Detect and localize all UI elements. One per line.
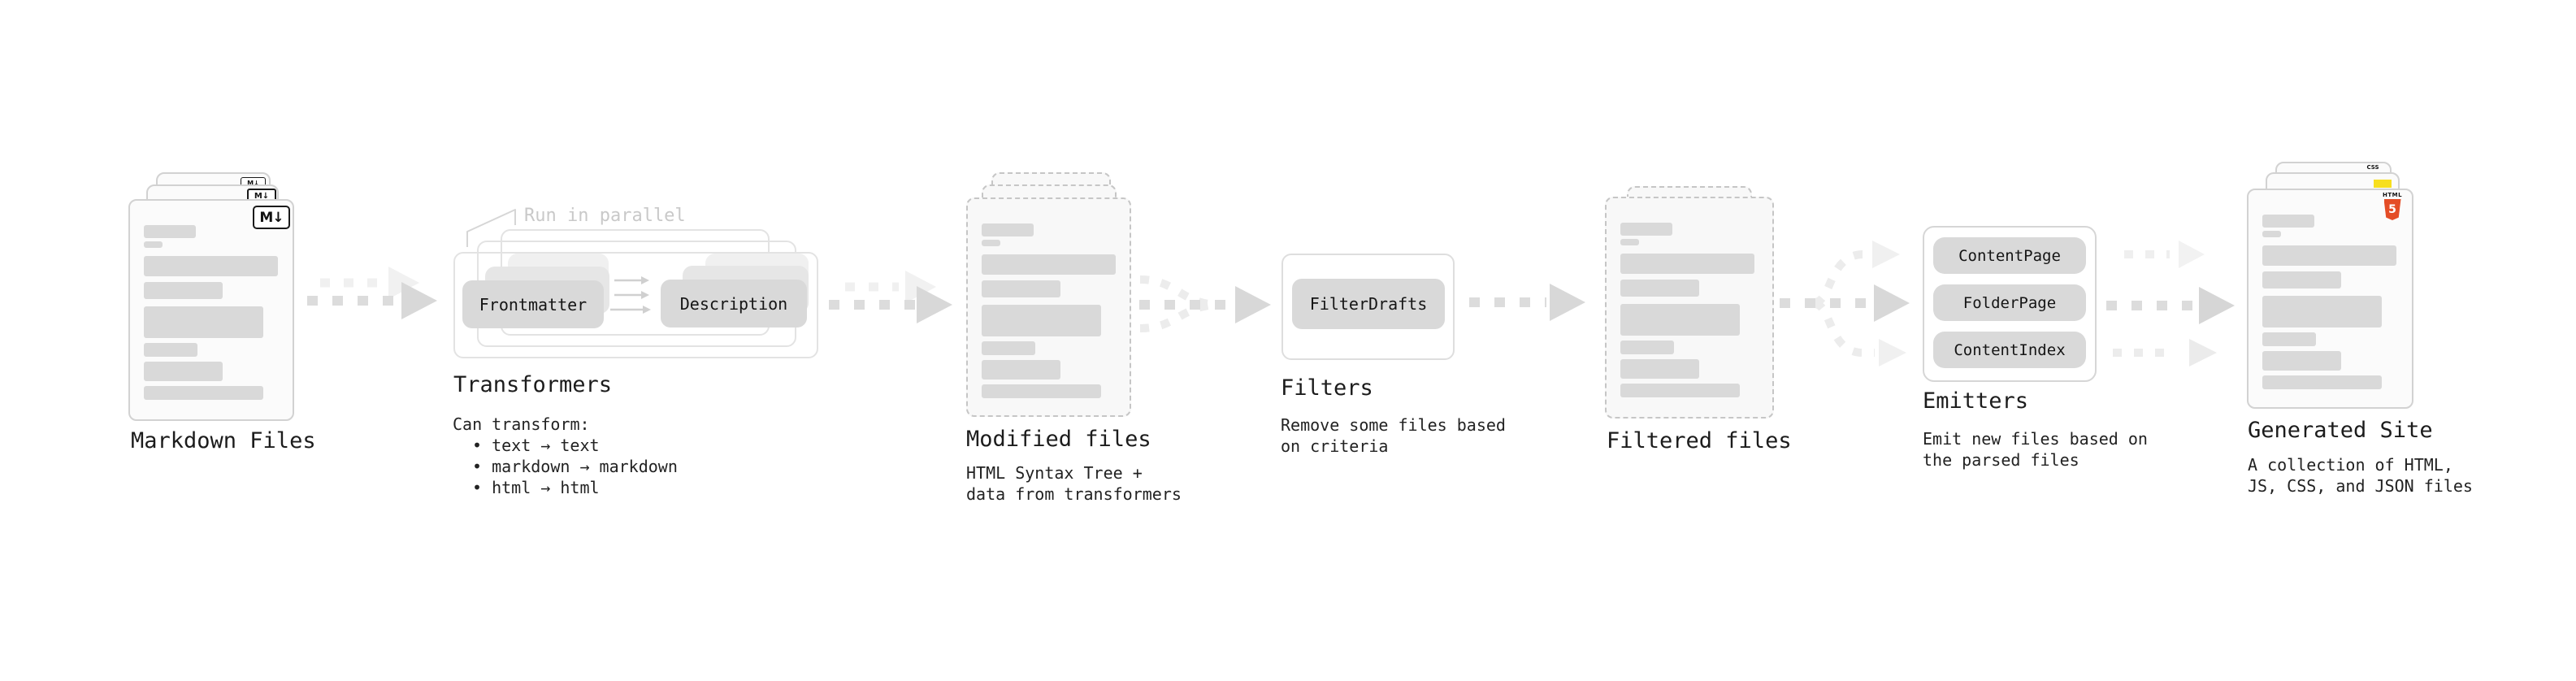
placeholder-bar: [144, 386, 263, 400]
transformer-pill-description: Description: [661, 280, 807, 327]
transformer-pill-arrows: [610, 276, 651, 314]
placeholder-bar: [1620, 384, 1740, 397]
emitters-desc: the parsed files: [1923, 450, 2079, 470]
placeholder-bar: [144, 282, 223, 299]
placeholder-bar: [982, 341, 1035, 355]
connector-filters-to-filtered: [1469, 284, 1585, 321]
connector-filtered-to-emitters: [1780, 241, 1910, 367]
placeholder-bar: [2262, 375, 2382, 389]
placeholder-bar: [982, 305, 1101, 336]
connector-emitters-to-generated: [2106, 241, 2235, 367]
emitters-desc: Emit new files based on: [1923, 429, 2148, 449]
generated-file-card-front: [2247, 189, 2413, 409]
placeholder-bar: [982, 240, 1000, 246]
markdown-icon: M↓: [253, 206, 290, 229]
generated-site-desc: A collection of HTML,: [2248, 455, 2453, 475]
html5-icon-shield: 5: [2383, 199, 2401, 220]
placeholder-bar: [982, 360, 1060, 380]
placeholder-bar: [1620, 254, 1754, 274]
transformer-frame-front: [453, 252, 818, 358]
placeholder-bar: [1620, 239, 1639, 245]
placeholder-bar: [1620, 280, 1699, 297]
placeholder-bar: [144, 241, 163, 248]
run-in-parallel-callout-line: [466, 209, 516, 247]
placeholder-bar: [1620, 340, 1674, 354]
filters-desc: Remove some files based: [1281, 415, 1506, 435]
placeholder-bar: [2262, 351, 2341, 371]
emitters-title: Emitters: [1923, 388, 2029, 414]
generated-site-title: Generated Site: [2248, 418, 2433, 443]
markdown-file-card-front: [128, 199, 294, 421]
placeholder-bar: [2262, 296, 2382, 327]
placeholder-bar: [1620, 304, 1740, 336]
transformers-bullet: • html → html: [472, 478, 600, 497]
transformers-bullet: • text → text: [472, 436, 600, 455]
emitter-pill-contentindex: ContentIndex: [1933, 332, 2086, 368]
connector-markdown-to-transformers: [307, 267, 437, 319]
emitter-pill-contentpage: ContentPage: [1933, 237, 2086, 274]
html5-icon: HTML 5: [2382, 192, 2403, 220]
filter-pill-filterdrafts: FilterDrafts: [1292, 279, 1445, 329]
css-icon-label: CSS: [2366, 164, 2379, 171]
js-icon: [2374, 180, 2392, 188]
placeholder-bar: [2262, 215, 2314, 228]
placeholder-bar: [2262, 271, 2341, 288]
html5-icon-label: HTML: [2382, 192, 2403, 198]
filtered-files-title: Filtered files: [1607, 428, 1792, 453]
filtered-file-card-front: [1605, 197, 1774, 419]
css-icon: CSS: [2364, 164, 2382, 171]
placeholder-bar: [144, 343, 197, 357]
placeholder-bar: [982, 254, 1116, 275]
placeholder-bar: [144, 306, 263, 338]
placeholder-bar: [982, 280, 1060, 297]
modified-files-title: Modified files: [966, 427, 1151, 452]
placeholder-bar: [2262, 231, 2281, 237]
emitter-pill-folderpage: FolderPage: [1933, 284, 2086, 321]
placeholder-bar: [982, 384, 1101, 398]
generated-site-desc: JS, CSS, and JSON files: [2248, 476, 2473, 496]
transformer-pill-frontmatter: Frontmatter: [462, 280, 604, 328]
transformers-desc: Can transform:: [453, 414, 590, 434]
placeholder-bar: [2262, 245, 2396, 266]
placeholder-bar: [144, 225, 196, 238]
placeholder-bar: [144, 362, 223, 381]
placeholder-bar: [2262, 332, 2316, 346]
modified-files-desc: HTML Syntax Tree +: [966, 463, 1143, 483]
connector-transformers-to-modified: [829, 271, 952, 323]
filters-title: Filters: [1281, 375, 1373, 401]
placeholder-bar: [982, 223, 1034, 236]
modified-file-card-front: [966, 197, 1131, 417]
markdown-files-title: Markdown Files: [131, 428, 316, 453]
placeholder-bar: [1620, 223, 1672, 236]
run-in-parallel-note: Run in parallel: [524, 206, 686, 226]
placeholder-bar: [144, 256, 278, 276]
modified-files-desc: data from transformers: [966, 484, 1182, 504]
connector-modified-to-filters: [1139, 275, 1271, 332]
filters-desc: on criteria: [1281, 436, 1389, 456]
transformers-bullet: • markdown → markdown: [472, 457, 678, 476]
placeholder-bar: [1620, 359, 1699, 379]
transformers-title: Transformers: [453, 372, 613, 397]
